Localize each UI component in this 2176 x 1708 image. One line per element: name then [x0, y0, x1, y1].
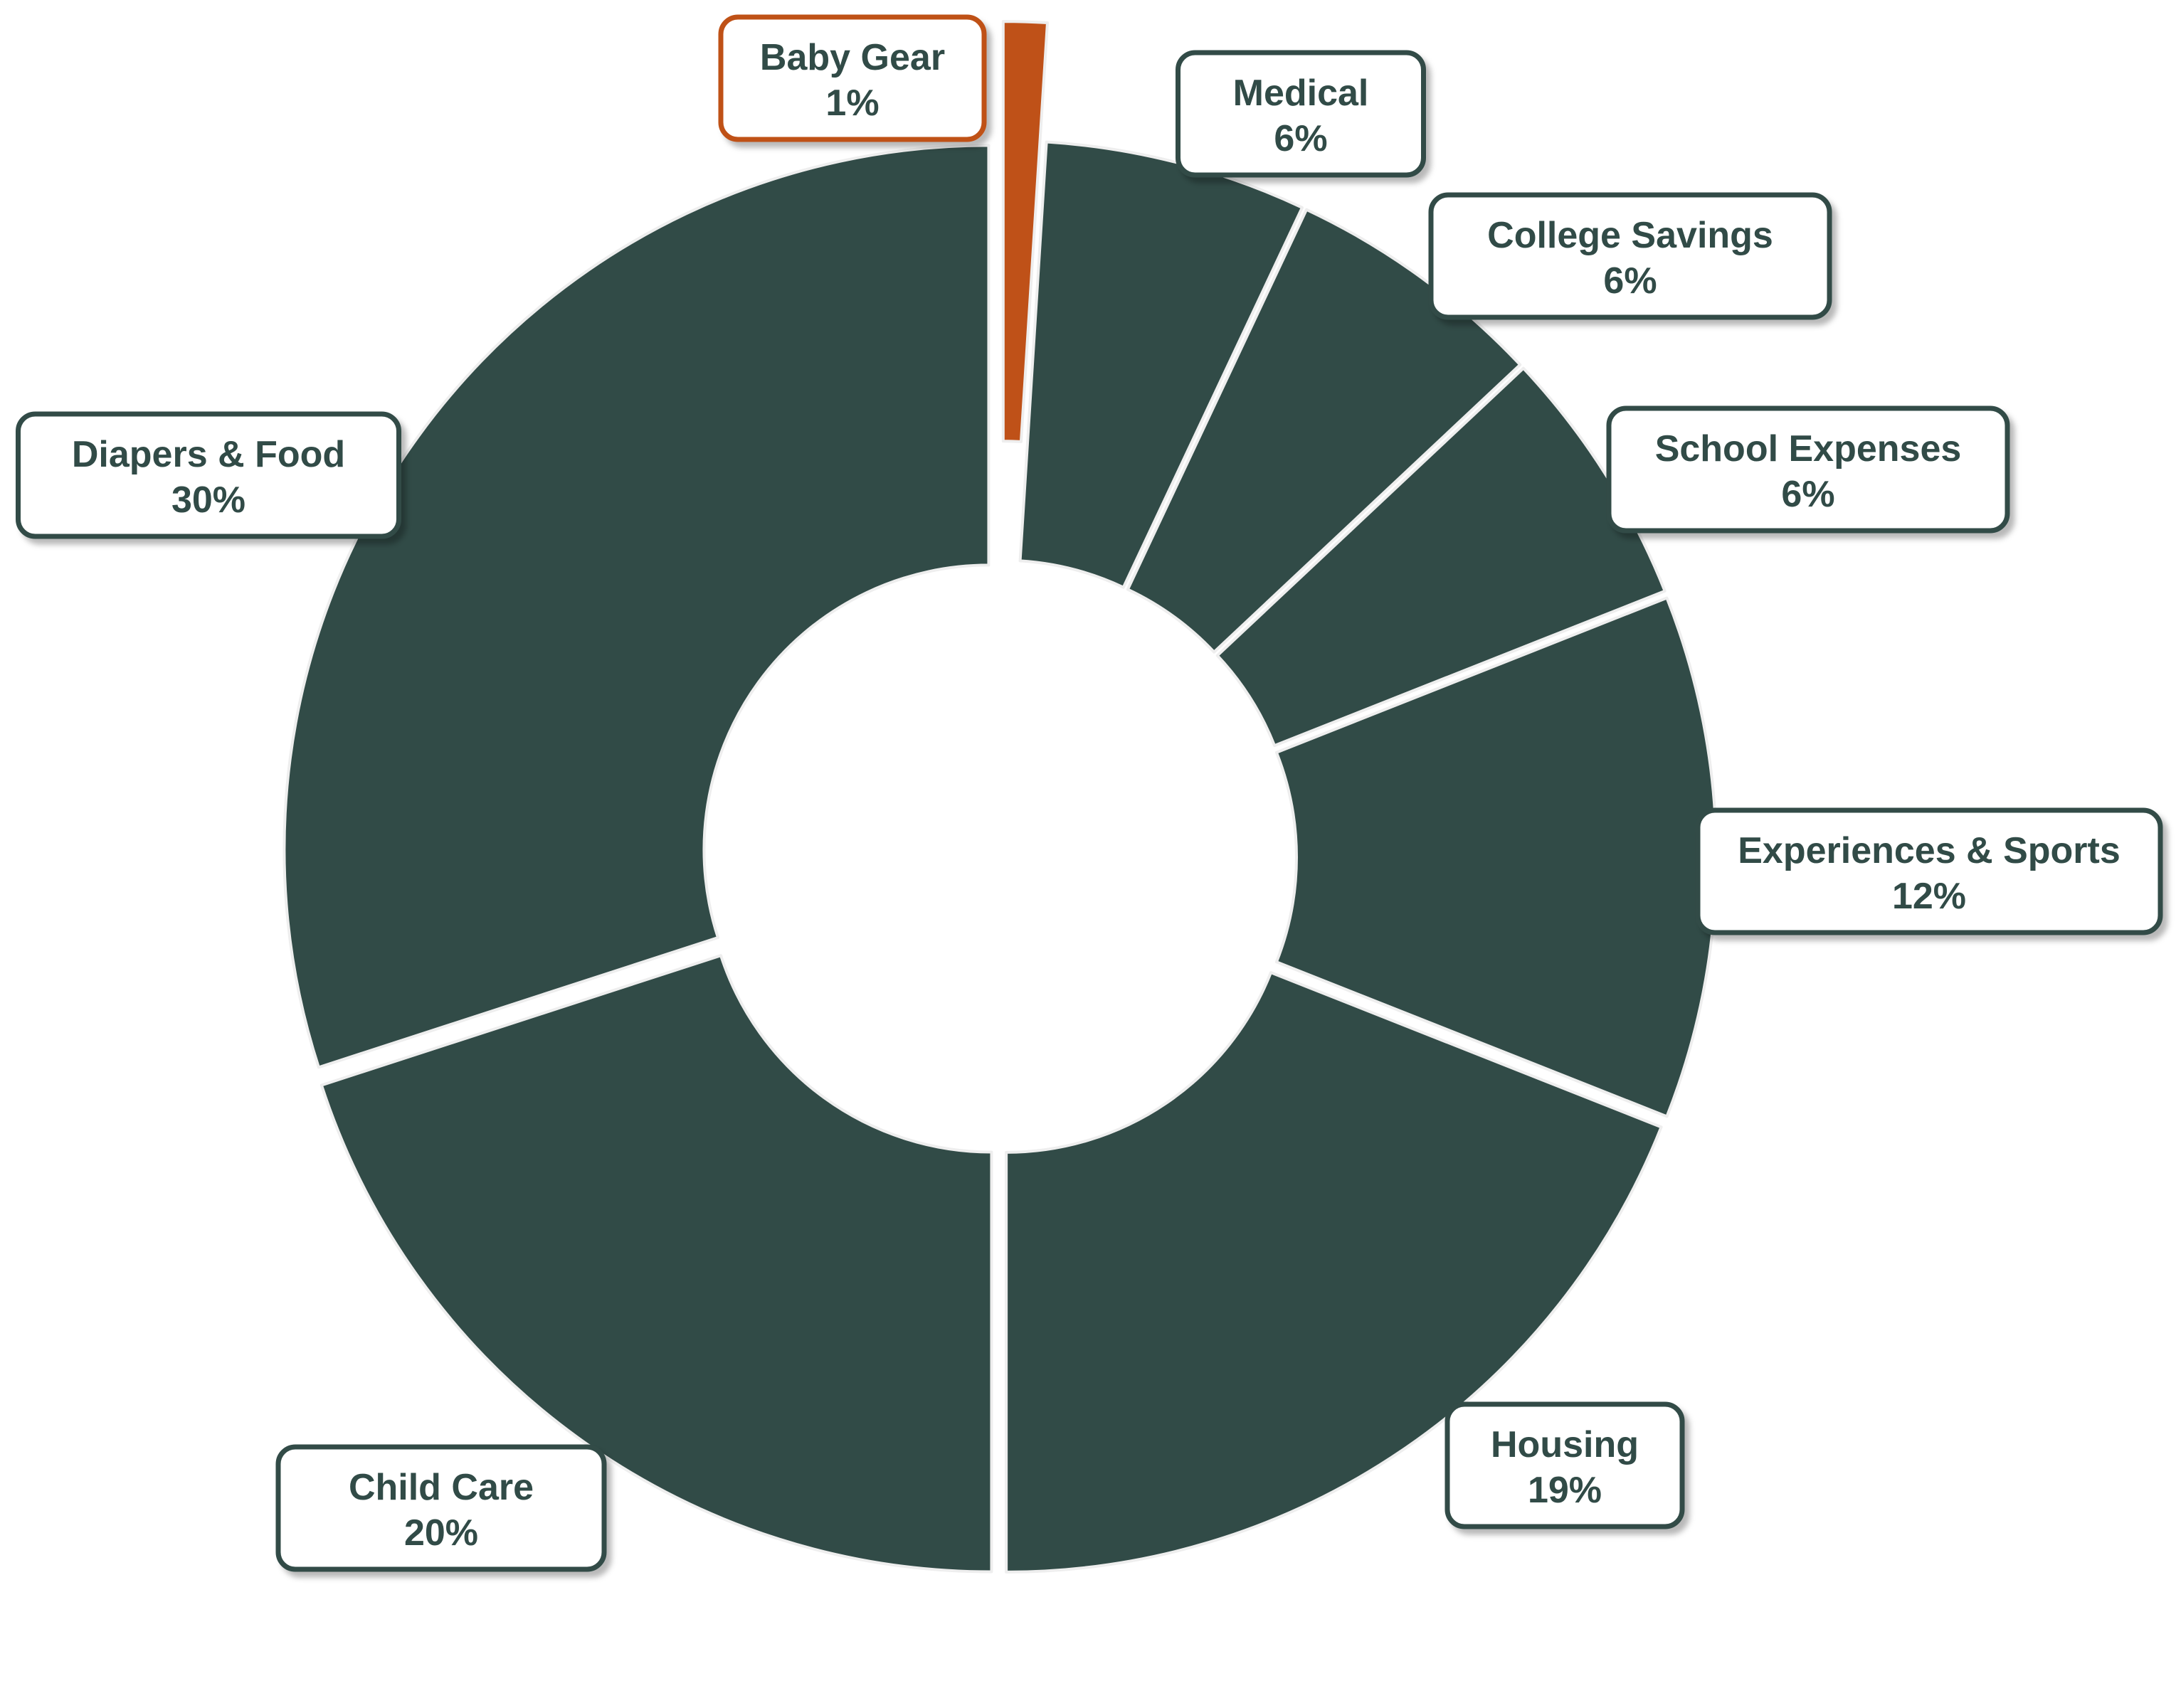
slice-label-value: 1% — [825, 83, 879, 124]
slice-housing — [1005, 971, 1663, 1574]
data-label-box — [1444, 1401, 1685, 1529]
slice-label-value: 30% — [171, 479, 245, 521]
slice-label-value: 6% — [1274, 118, 1327, 159]
slice-baby-gear — [1001, 20, 1049, 443]
slice-label-value: 6% — [1603, 260, 1657, 302]
slice-college-savings — [1126, 208, 1522, 654]
data-label-box — [1606, 405, 2010, 534]
data-label-experiences-and-sports: Experiences & Sports 12% — [1695, 807, 2163, 935]
slice-school-expenses — [1215, 366, 1667, 748]
slices-layer — [282, 20, 1718, 1574]
data-label-box — [275, 1444, 607, 1572]
slice-label-value: 19% — [1528, 1470, 1602, 1511]
data-label-box — [16, 411, 401, 539]
slice-medical — [1018, 140, 1304, 589]
data-label-box — [1428, 192, 1832, 320]
slice-label-value: 6% — [1781, 474, 1834, 515]
data-label-box — [718, 14, 987, 142]
slice-label-value: 12% — [1892, 876, 1966, 917]
slice-label-name: Housing — [1491, 1424, 1639, 1465]
slice-experiences-and-sports — [1274, 596, 1718, 1118]
slice-label-name: College Savings — [1487, 215, 1773, 256]
slice-label-name: Child Care — [349, 1467, 534, 1508]
slice-label-value: 20% — [404, 1512, 478, 1554]
slice-label-name: Diapers & Food — [72, 434, 345, 475]
data-label-housing: Housing 19% — [1444, 1401, 1685, 1529]
slice-label-name: Medical — [1233, 73, 1369, 114]
data-label-box — [1695, 807, 2163, 935]
slice-diapers-and-food — [282, 144, 991, 1069]
slice-label-name: Experiences & Sports — [1738, 830, 2120, 871]
data-label-baby-gear: Baby Gear 1% — [718, 14, 987, 142]
slice-label-name: Baby Gear — [760, 37, 945, 78]
slice-label-name: School Expenses — [1655, 428, 1962, 470]
slice-child-care — [319, 954, 993, 1574]
data-label-box — [1176, 50, 1426, 178]
